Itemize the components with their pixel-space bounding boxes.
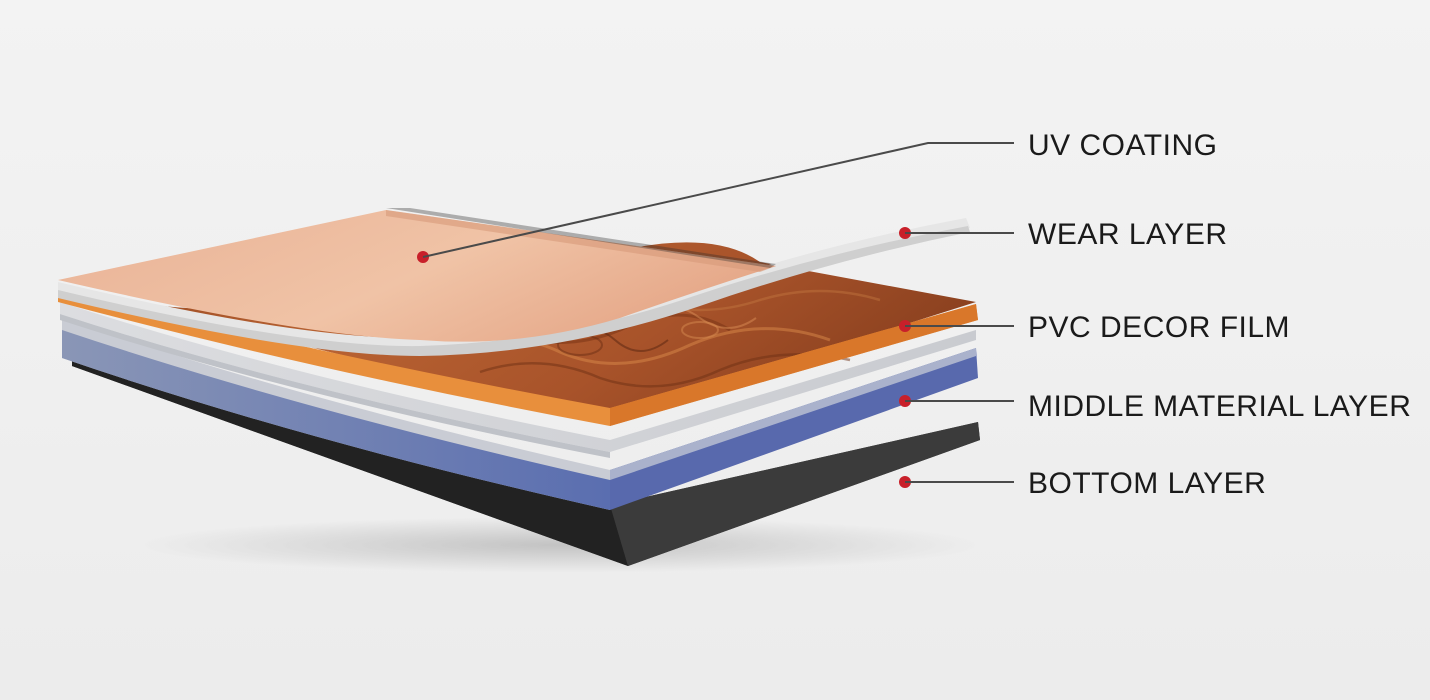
label-wear-layer: WEAR LAYER [1028,218,1228,251]
callout-uv-coating: UV COATING [417,129,1217,263]
callout-pvc-decor-film: PVC DECOR FILM [899,311,1290,344]
label-uv-coating: UV COATING [1028,129,1217,162]
callout-middle-material-layer: MIDDLE MATERIAL LAYER [899,390,1411,423]
leader-uv-coating [422,142,1014,258]
ground-shadow [140,517,980,573]
label-bottom-layer: BOTTOM LAYER [1028,467,1266,500]
silver-layer-shape [60,302,976,458]
middle-material-layer-shape [62,318,978,510]
callout-wear-layer: WEAR LAYER [899,218,1228,251]
label-middle-material-layer: MIDDLE MATERIAL LAYER [1028,390,1411,423]
callout-bottom-layer: BOTTOM LAYER [899,467,1266,500]
label-pvc-decor-film: PVC DECOR FILM [1028,311,1290,344]
uv-coating-shape [58,208,776,342]
